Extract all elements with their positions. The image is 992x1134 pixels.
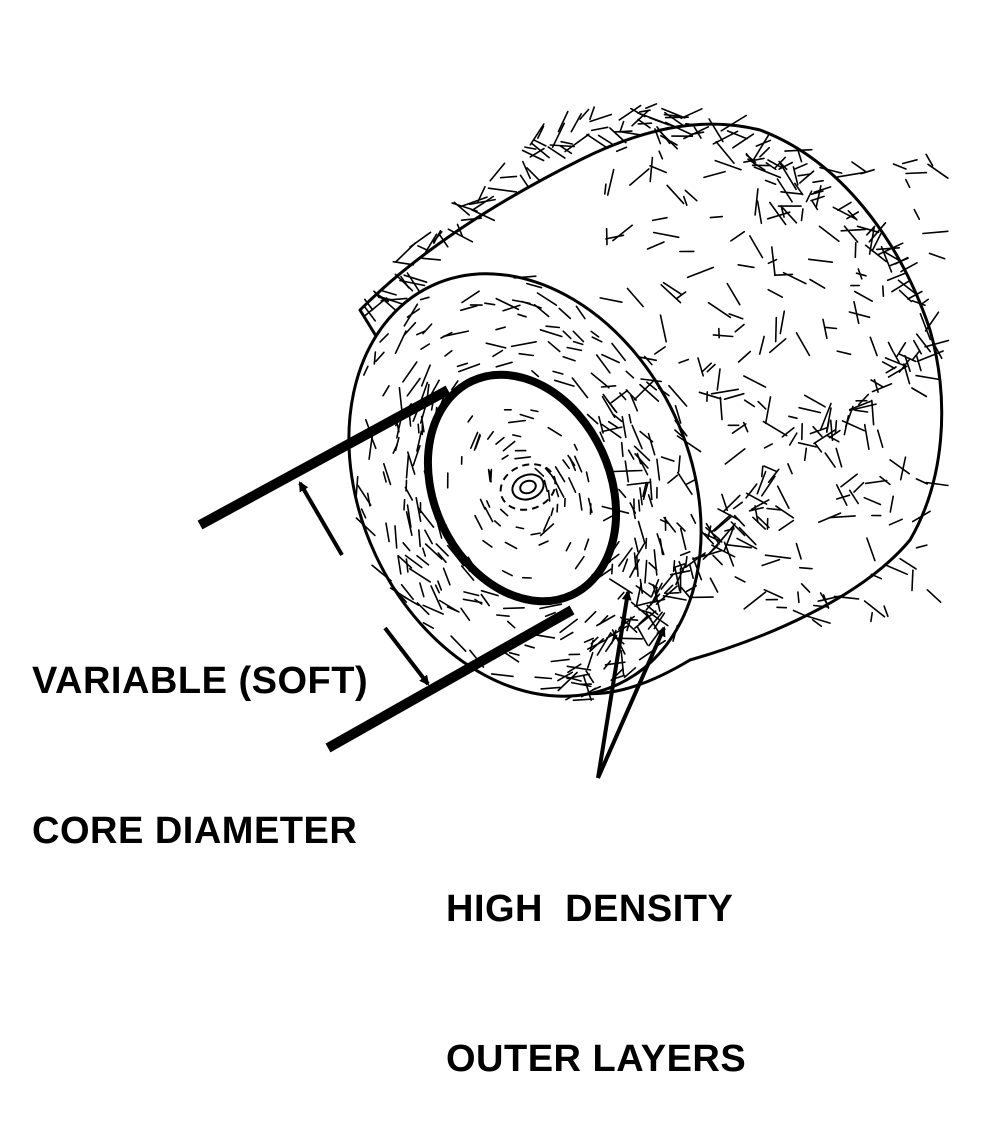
outer-layers-label-line2: OUTER LAYERS xyxy=(446,1034,746,1084)
core-diameter-label-line1: VARIABLE (SOFT) xyxy=(32,656,368,706)
outer-layers-label: HIGH DENSITY OUTER LAYERS xyxy=(446,784,746,1134)
core-diameter-label: VARIABLE (SOFT) CORE DIAMETER xyxy=(32,556,368,906)
core-diameter-arrow-down xyxy=(385,628,428,684)
core-diameter-label-line2: CORE DIAMETER xyxy=(32,806,368,856)
outer-layers-label-line1: HIGH DENSITY xyxy=(446,884,746,934)
core-diameter-arrow-up xyxy=(300,483,342,555)
